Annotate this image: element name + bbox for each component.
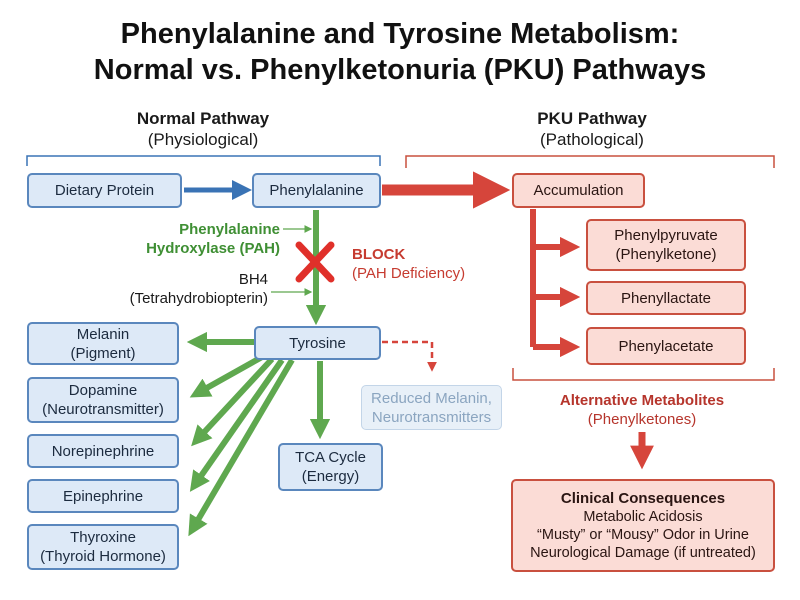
tyrosine-box: Tyrosine <box>254 326 381 360</box>
product-line-1: Dopamine <box>68 382 138 399</box>
product-box-thyroxine: Thyroxine (Thyroid Hormone) <box>27 524 179 570</box>
pku-pathway-heading: PKU Pathway (Pathological) <box>492 108 692 150</box>
phenylalanine-box: Phenylalanine <box>252 173 381 208</box>
metabolite-box-phenylacetate: Phenylacetate <box>586 327 746 365</box>
title-line-1: Phenylalanine and Tyrosine Metabolism: <box>120 18 680 50</box>
enzyme-line-1: Phenylalanine <box>179 221 280 238</box>
accumulation-label: Accumulation <box>533 182 624 199</box>
page-title: Phenylalanine and Tyrosine Metabolism: N… <box>0 16 800 88</box>
reduced-line-1: Reduced Melanin, <box>371 389 492 407</box>
normal-pathway-bracket <box>26 155 381 166</box>
tyr-to-reduced-arrow <box>382 340 437 372</box>
title-line-2: Normal vs. Phenylketonuria (PKU) Pathway… <box>93 54 707 86</box>
tyr-to-epinephrine-arrow <box>189 358 285 492</box>
metabolite-line-1: Phenylacetate <box>618 337 714 355</box>
product-box-dopamine: Dopamine (Neurotransmitter) <box>27 377 179 423</box>
consequence-item: Metabolic Acidosis <box>583 508 703 525</box>
enzyme-label: Phenylalanine Hydroxylase (PAH) <box>110 220 280 258</box>
product-line-1: Norepinephrine <box>51 442 155 460</box>
consequences-title: Clinical Consequences <box>560 489 726 507</box>
accumulation-box: Accumulation <box>512 173 645 208</box>
dietary-protein-box: Dietary Protein <box>27 173 182 208</box>
alt-metabolites-bracket <box>512 368 775 381</box>
phenylalanine-label: Phenylalanine <box>269 182 364 199</box>
consequence-item: Neurological Damage (if untreated) <box>530 544 756 561</box>
product-line-1: Melanin <box>76 325 130 343</box>
tyr-to-norepinephrine-arrow <box>191 356 275 447</box>
normal-subheading-text: (Physiological) <box>147 130 259 149</box>
tyr-to-dopamine-arrow <box>189 354 264 398</box>
clinical-consequences-box: Clinical Consequences Metabolic Acidosis… <box>511 479 775 572</box>
metabolite-box-phenyllactate: Phenyllactate <box>586 281 746 315</box>
product-box-epinephrine: Epinephrine <box>27 479 179 513</box>
tca-line-2: (Energy) <box>301 468 360 485</box>
alt-metabolites-label: Alternative Metabolites (Phenylketones) <box>522 391 762 429</box>
enzyme-line-2: Hydroxylase (PAH) <box>146 240 280 257</box>
tyrosine-label: Tyrosine <box>289 334 346 352</box>
pku-subheading-text: (Pathological) <box>540 130 644 149</box>
metabolite-line-2: (Phenylketone) <box>615 246 717 263</box>
metabolite-line-1: Phenyllactate <box>620 289 712 307</box>
pku-pathway-bracket <box>405 155 775 168</box>
block-x-icon <box>295 241 335 283</box>
reduced-line-2: Neurotransmitters <box>371 408 492 426</box>
product-line-1: Thyroxine <box>70 529 136 546</box>
tca-line-1: TCA Cycle <box>295 449 366 466</box>
alt-line-2: (Phenylketones) <box>587 411 697 428</box>
dietary-protein-label: Dietary Protein <box>54 182 155 199</box>
product-line-1: Epinephrine <box>62 487 144 505</box>
tca-cycle-box: TCA Cycle (Energy) <box>278 443 383 491</box>
block-label: BLOCK (PAH Deficiency) <box>352 245 502 283</box>
block-detail: (PAH Deficiency) <box>352 265 466 282</box>
normal-pathway-heading: Normal Pathway (Physiological) <box>103 108 303 150</box>
cofactor-line-2: (Tetrahydrobiopterin) <box>129 290 268 307</box>
product-box-norepinephrine: Norepinephrine <box>27 434 179 468</box>
pku-heading-text: PKU Pathway <box>537 109 647 128</box>
product-line-2: (Thyroid Hormone) <box>40 548 166 565</box>
product-box-melanin: Melanin (Pigment) <box>27 322 179 365</box>
product-line-2: (Neurotransmitter) <box>42 401 164 418</box>
metabolite-line-1: Phenylpyruvate <box>614 227 718 244</box>
product-line-2: (Pigment) <box>70 344 136 362</box>
reduced-melanin-box: Reduced Melanin, Neurotransmitters <box>361 385 502 430</box>
normal-heading-text: Normal Pathway <box>136 109 270 128</box>
consequence-item: “Musty” or “Mousy” Odor in Urine <box>537 526 749 543</box>
alt-line-1: Alternative Metabolites <box>559 392 725 409</box>
metabolite-box-phenylpyruvate: Phenylpyruvate (Phenylketone) <box>586 219 746 271</box>
block-title: BLOCK <box>352 246 406 263</box>
tyr-to-thyroxine-arrow <box>188 358 295 537</box>
cofactor-line-1: BH4 <box>238 271 268 288</box>
cofactor-label: BH4 (Tetrahydrobiopterin) <box>100 270 268 308</box>
